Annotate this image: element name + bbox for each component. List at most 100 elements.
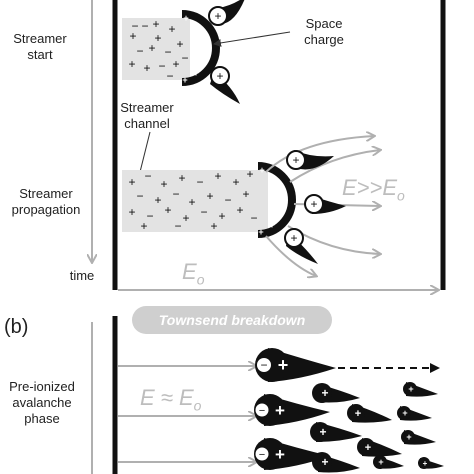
label-space-charge-line2: charge xyxy=(304,32,344,47)
svg-text:−: − xyxy=(136,189,143,203)
svg-text:+: + xyxy=(275,445,285,464)
label-panel-b: (b) xyxy=(4,316,29,338)
label-streamer-propagation-line2: propagation xyxy=(11,202,81,217)
avalanche-b-small-9: + xyxy=(373,455,404,469)
channel-charges-propagation: +−++−+++ −+−++−+ +−++−++− +−+ xyxy=(128,167,257,233)
pointer-space-charge xyxy=(213,31,291,47)
svg-text:−: − xyxy=(174,219,181,233)
svg-text:+: + xyxy=(310,197,317,211)
label-space-charge-line1: Space xyxy=(305,16,343,31)
svg-text:+: + xyxy=(168,22,175,36)
avalanche-b-small-8: + xyxy=(401,430,436,445)
avalanche-prop-top: + xyxy=(286,150,334,170)
label-pre-ionized-line3: phase xyxy=(24,411,60,426)
svg-text:+: + xyxy=(292,153,299,167)
field-line-down xyxy=(265,235,316,276)
streamer-channel-start xyxy=(122,18,190,80)
avalanche-start-top: + xyxy=(208,0,245,26)
space-charge-head-start xyxy=(181,10,220,86)
label-pre-ionized-line2: avalanche xyxy=(12,395,72,410)
label-field-base-sub: o xyxy=(196,271,205,288)
svg-text:+: + xyxy=(210,219,217,233)
label-field-approx: E ≈ Eo xyxy=(140,386,240,417)
label-streamer-propagation: Streamer propagation xyxy=(0,186,92,218)
svg-text:+: + xyxy=(172,57,179,71)
svg-text:−: − xyxy=(250,211,257,225)
label-field-strong: E>>Eo xyxy=(342,176,452,207)
svg-text:+: + xyxy=(355,408,361,420)
svg-text:+: + xyxy=(128,205,135,219)
label-streamer-channel-line1: Streamer xyxy=(120,100,174,115)
svg-text:+: + xyxy=(203,34,208,44)
field-line-mid-up xyxy=(289,150,380,183)
svg-text:−: − xyxy=(136,44,143,58)
svg-text:+: + xyxy=(423,459,428,468)
svg-text:+: + xyxy=(128,175,135,189)
avalanche-b-small-1: + xyxy=(312,383,360,403)
label-field-strong-sub: o xyxy=(397,187,405,204)
label-streamer-channel: Streamer channel xyxy=(110,100,184,132)
svg-text:+: + xyxy=(206,189,213,203)
svg-text:+: + xyxy=(218,209,225,223)
svg-text:−: − xyxy=(259,405,265,417)
svg-text:+: + xyxy=(152,17,159,31)
avalanche-b-small-6: + xyxy=(403,382,438,397)
svg-text:+: + xyxy=(182,75,187,85)
svg-text:+: + xyxy=(176,37,183,51)
svg-text:+: + xyxy=(140,219,147,233)
label-streamer-start-line2: start xyxy=(27,47,53,62)
label-streamer-start-line1: Streamer xyxy=(13,31,67,46)
avalanche-b-large-top: − + xyxy=(255,348,336,382)
label-streamer-propagation-line1: Streamer xyxy=(19,186,73,201)
svg-text:−: − xyxy=(144,169,151,183)
svg-text:−: − xyxy=(200,205,207,219)
svg-text:+: + xyxy=(216,69,223,83)
svg-text:−: − xyxy=(181,51,188,65)
avalanche-b-large-mid: − + xyxy=(254,394,330,426)
svg-text:+: + xyxy=(408,384,413,394)
svg-text:+: + xyxy=(278,355,289,375)
label-field-approx-sub: o xyxy=(193,397,202,414)
avalanche-b-small-3: + xyxy=(312,452,360,473)
label-pre-ionized-phase: Pre-ionized avalanche phase xyxy=(0,379,84,427)
avalanche-b-small-4: + xyxy=(347,404,392,423)
label-streamer-channel-line2: channel xyxy=(124,116,170,131)
label-field-approx-main: E ≈ E xyxy=(140,385,194,410)
avalanche-start-bottom: + xyxy=(210,66,240,104)
label-field-strong-main: E>>E xyxy=(342,175,398,200)
svg-text:+: + xyxy=(319,425,326,439)
avalanche-b-large-bottom: − + xyxy=(254,438,330,470)
svg-text:+: + xyxy=(259,165,264,175)
svg-text:+: + xyxy=(148,41,155,55)
svg-text:+: + xyxy=(201,57,206,67)
label-townsend-breakdown: Townsend breakdown xyxy=(158,312,306,328)
label-field-base-main: E xyxy=(182,259,197,284)
svg-text:+: + xyxy=(406,432,411,442)
svg-text:−: − xyxy=(166,69,173,83)
svg-text:+: + xyxy=(242,187,249,201)
svg-text:−: − xyxy=(260,358,267,372)
svg-text:−: − xyxy=(158,59,165,73)
space-charge-head-propagation xyxy=(257,162,296,238)
avalanche-b-small-2: + xyxy=(310,422,362,442)
svg-text:+: + xyxy=(275,401,285,420)
avalanche-b-small-5: + xyxy=(357,438,402,457)
avalanche-prop-bottom: + xyxy=(284,228,318,264)
svg-text:+: + xyxy=(246,167,253,181)
svg-text:+: + xyxy=(232,175,239,189)
svg-text:+: + xyxy=(277,209,282,219)
svg-text:+: + xyxy=(378,457,383,467)
svg-text:+: + xyxy=(271,173,276,183)
svg-text:+: + xyxy=(279,186,284,196)
label-pre-ionized-line1: Pre-ionized xyxy=(9,379,75,394)
space-charge-signs-start: +++ ++++ xyxy=(182,13,210,85)
svg-text:+: + xyxy=(182,211,189,225)
label-time: time xyxy=(69,268,95,283)
svg-text:+: + xyxy=(154,31,161,45)
svg-text:+: + xyxy=(321,455,328,469)
svg-text:−: − xyxy=(196,175,203,189)
svg-text:+: + xyxy=(154,193,161,207)
space-charge-signs-propagation: +++ ++++ xyxy=(258,165,286,237)
avalanche-b-small-7: + xyxy=(397,406,432,421)
